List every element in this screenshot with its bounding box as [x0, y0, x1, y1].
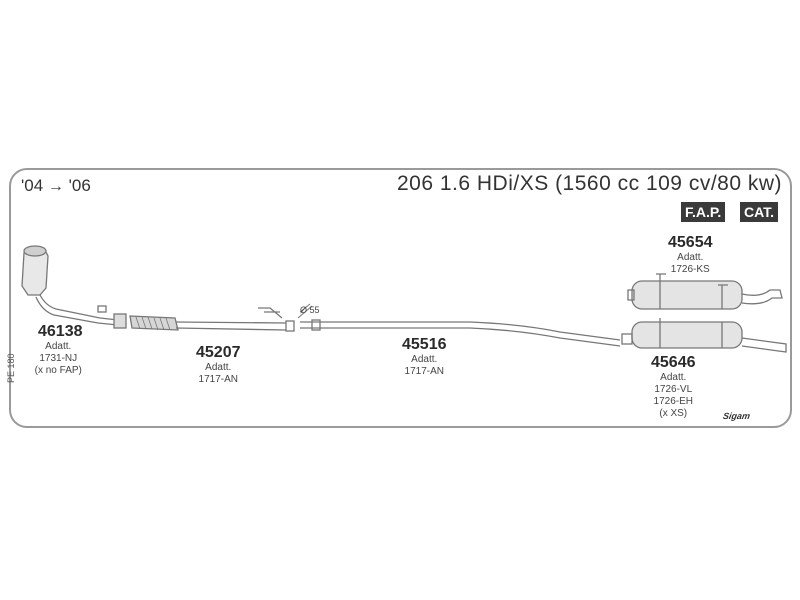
- part-number: 45646: [651, 354, 696, 371]
- part-46138: 46138 Adatt. 1731-NJ (x no FAP): [35, 323, 83, 377]
- part-45646: 45646 Adatt. 1726-VL 1726-EH (x XS): [651, 354, 696, 420]
- arrow-icon: →: [47, 178, 64, 195]
- part-note: 1726-KS: [670, 264, 710, 275]
- muffler-45646: [631, 321, 743, 349]
- part-note: Adatt.: [45, 341, 72, 352]
- part-note: (x no FAP): [34, 365, 82, 376]
- cat-badge: CAT.: [740, 202, 779, 222]
- part-number: 45207: [196, 344, 241, 361]
- catalyst-inlet: [23, 245, 47, 257]
- year-from: '04: [21, 176, 44, 195]
- fap-badge: F.A.P.: [681, 202, 726, 222]
- part-note: (x XS): [659, 408, 688, 419]
- part-45207: 45207 Adatt. 1717-AN: [196, 344, 241, 386]
- part-note: Adatt.: [660, 372, 687, 383]
- part-note: 1726-EH: [653, 396, 693, 407]
- part-number: 45654: [668, 234, 713, 251]
- part-note: 1717-AN: [198, 374, 238, 385]
- part-number: 46138: [38, 323, 83, 340]
- year-to: '06: [68, 176, 91, 195]
- middle-pipe: [300, 321, 621, 347]
- part-number: 45516: [402, 336, 447, 353]
- part-note: Adatt.: [205, 362, 232, 373]
- diameter-label: Ø 55: [300, 305, 320, 315]
- brand-logo: Sigam: [722, 411, 751, 421]
- flex-pipe: [129, 315, 179, 331]
- vehicle-title: 206 1.6 HDi/XS (1560 cc 109 cv/80 kw): [396, 172, 782, 195]
- part-note: Adatt.: [411, 354, 438, 365]
- part-45516: 45516 Adatt. 1717-AN: [402, 336, 447, 378]
- year-range: '04 → '06: [21, 176, 91, 196]
- part-note: Adatt.: [677, 252, 704, 263]
- part-note: 1726-VL: [654, 384, 693, 395]
- diagram-frame: [9, 168, 792, 428]
- part-note: 1717-AN: [404, 366, 444, 377]
- side-code: PE 180: [6, 353, 16, 383]
- part-note: 1731-NJ: [39, 353, 78, 364]
- part-45654: 45654 Adatt. 1726-KS: [668, 234, 713, 276]
